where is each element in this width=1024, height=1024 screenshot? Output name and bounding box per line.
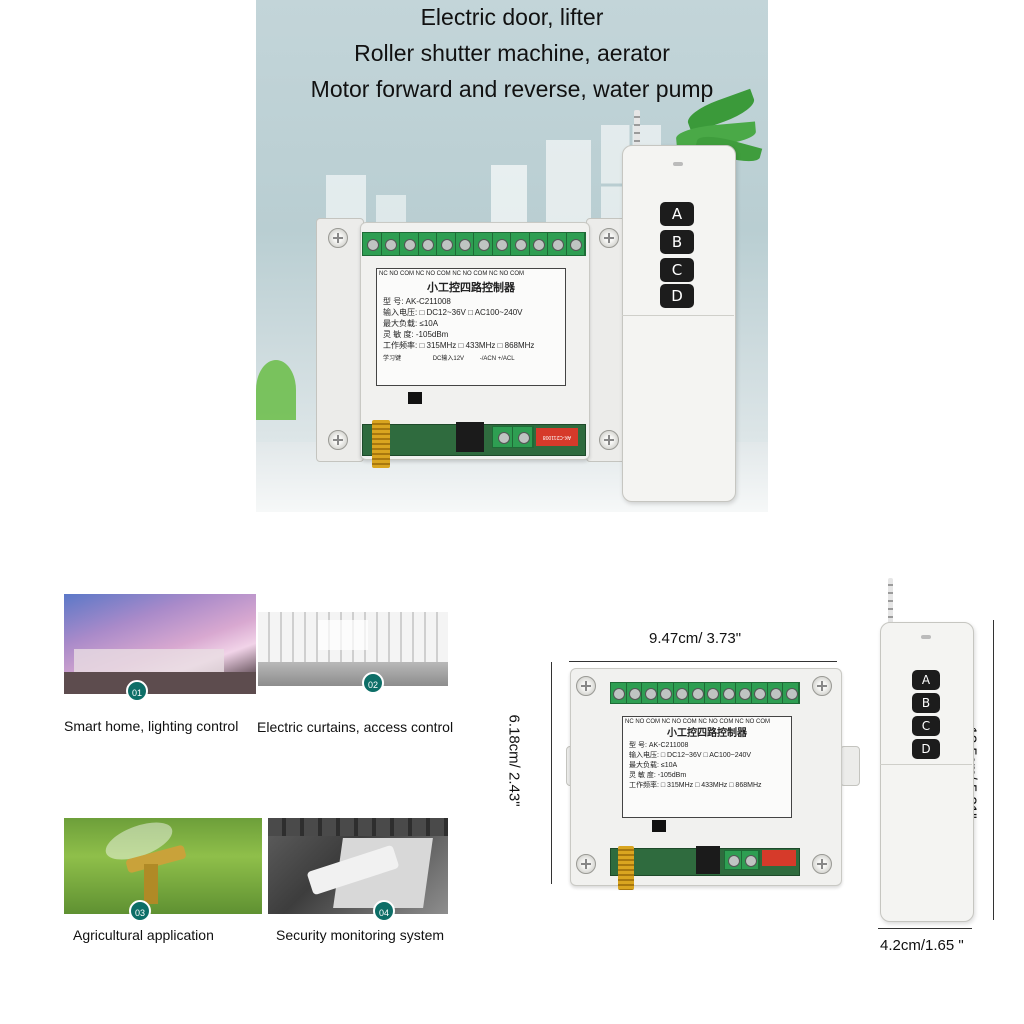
spec-label: NC NO COM NC NO COM NC NO COM NC NO COM … xyxy=(376,268,566,386)
remote-button-d: D xyxy=(660,284,694,308)
tile-agricultural xyxy=(64,818,262,914)
tile-smart-home xyxy=(64,594,256,694)
hero-panel: Electric door, lifter Roller shutter mac… xyxy=(256,0,768,512)
terminal-block-diagram xyxy=(610,682,800,704)
tile-curtains xyxy=(258,612,448,686)
tile-security xyxy=(268,818,448,914)
antenna-connector-diagram xyxy=(618,846,634,890)
remote-control-diagram: A B C D xyxy=(880,578,974,922)
badge-03: 03 xyxy=(129,900,151,922)
spec-label-diagram: NC NO COM NC NO COM NC NO COM NC NO COM … xyxy=(622,716,792,818)
learn-button xyxy=(408,392,422,404)
caption-agricultural: Agricultural application xyxy=(73,927,214,943)
antenna-connector xyxy=(372,420,390,468)
caption-curtains: Electric curtains, access control xyxy=(257,719,454,735)
dimension-remote-width-label: 4.2cm/1.65 " xyxy=(880,937,964,954)
terminal-block xyxy=(362,232,586,256)
remote-diagram-button-c: C xyxy=(912,716,940,736)
badge-04: 04 xyxy=(373,900,395,922)
remote-diagram-button-b: B xyxy=(912,693,940,713)
caption-security: Security monitoring system xyxy=(276,927,445,943)
dimension-remote-height-line xyxy=(993,620,994,920)
controller-board-hero: NC NO COM NC NO COM NC NO COM NC NO COM … xyxy=(316,216,636,468)
dimension-height-label: 6.18cm/ 2.43" xyxy=(505,714,523,807)
badge-01: 01 xyxy=(126,680,148,702)
dimension-height-line xyxy=(551,662,552,884)
remote-button-a: A xyxy=(660,202,694,226)
dimension-width-line xyxy=(569,661,837,662)
badge-02: 02 xyxy=(362,672,384,694)
hero-line-2: Roller shutter machine, aerator xyxy=(354,40,670,66)
hero-line-3: Motor forward and reverse, water pump xyxy=(310,76,714,102)
remote-button-b: B xyxy=(660,230,694,254)
hero-line-1: Electric door, lifter xyxy=(420,4,604,30)
caption-smart-home: Smart home, lighting control xyxy=(64,718,239,734)
remote-diagram-button-a: A xyxy=(912,670,940,690)
dimension-remote-width-line xyxy=(878,928,972,929)
controller-board-diagram: NC NO COM NC NO COM NC NO COM NC NO COM … xyxy=(566,668,860,890)
remote-control-hero: A B C D xyxy=(622,110,736,502)
dimension-width-label: 9.47cm/ 3.73" xyxy=(649,630,742,647)
remote-button-c: C xyxy=(660,258,694,282)
remote-diagram-button-d: D xyxy=(912,739,940,759)
